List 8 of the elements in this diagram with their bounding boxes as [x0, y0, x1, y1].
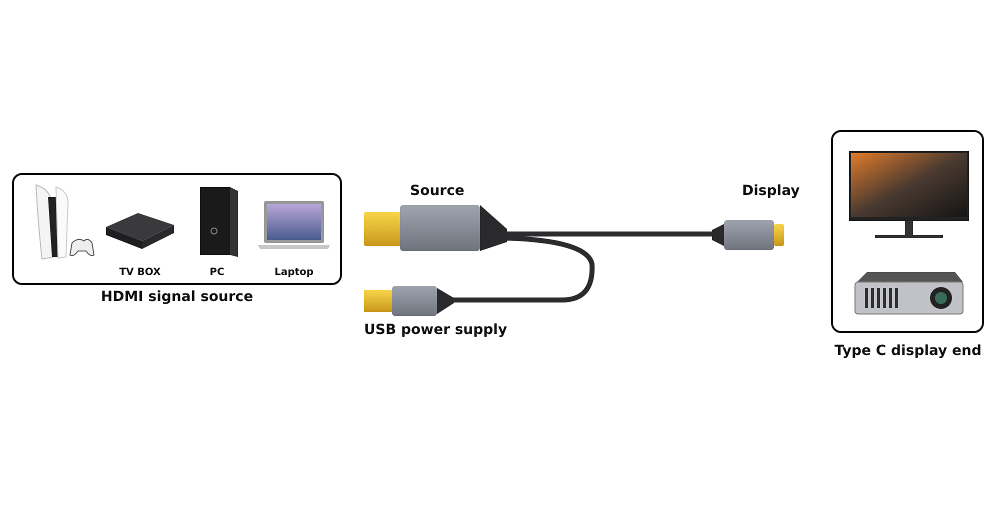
- device-label: Laptop: [273, 267, 315, 278]
- callout-label: Source: [410, 183, 464, 199]
- panel-heading: Type C display end: [833, 343, 983, 359]
- callout-label: Display: [742, 183, 800, 199]
- device-label: TV BOX: [118, 267, 162, 278]
- panel-heading: HDMI signal source: [100, 289, 254, 305]
- device-label: PC: [208, 267, 226, 278]
- callout-label: USB power supply: [364, 322, 508, 338]
